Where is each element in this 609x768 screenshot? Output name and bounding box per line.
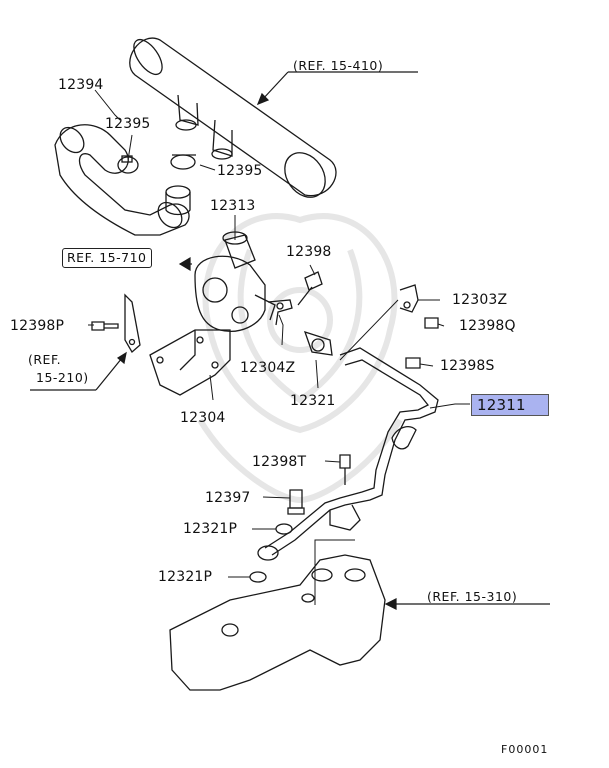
plug-12397 — [287, 489, 305, 515]
part-12398P-label[interactable]: 12398P — [10, 318, 65, 334]
pipe-upper — [129, 37, 337, 198]
part-12398T-label[interactable]: 12398T — [252, 454, 307, 470]
part-12398Q-label[interactable]: 12398Q — [459, 318, 516, 334]
part-12304-label[interactable]: 12304 — [180, 410, 226, 426]
figure-code: F00001 — [501, 743, 549, 756]
part-12395-label-b[interactable]: 12395 — [217, 163, 263, 179]
bracket-left-12398P — [124, 293, 141, 354]
small-hose-piece — [165, 185, 191, 216]
ref-15-710-label[interactable]: REF. 15-710 — [62, 248, 152, 268]
gasket-12321P-b — [249, 571, 267, 583]
air-pipe-12311 — [257, 347, 439, 561]
bracket-12304Z — [267, 299, 293, 326]
bolt-12398P — [91, 321, 119, 331]
bolt-12398T — [339, 454, 351, 485]
part-12321P-label-a[interactable]: 12321P — [183, 521, 238, 537]
leader-lines — [88, 89, 470, 605]
bracket-12304 — [149, 329, 231, 396]
bolt-12398Q — [424, 317, 439, 329]
part-12321P-label-b[interactable]: 12321P — [158, 569, 213, 585]
ref-15-210-label-line2[interactable]: 15-210) — [36, 370, 89, 385]
part-12304Z-label[interactable]: 12304Z — [240, 360, 296, 376]
part-12398-label[interactable]: 12398 — [286, 244, 332, 260]
part-12321-label[interactable]: 12321 — [290, 393, 336, 409]
gasket-12321 — [303, 330, 333, 356]
part-12313-label[interactable]: 12313 — [210, 198, 256, 214]
part-12395-label-a[interactable]: 12395 — [105, 116, 151, 132]
part-12397-label[interactable]: 12397 — [205, 490, 251, 506]
part-12303Z-label[interactable]: 12303Z — [452, 292, 508, 308]
hose-clamp-12395-b — [170, 154, 196, 170]
bracket-12303Z — [399, 284, 419, 313]
hose-12394 — [54, 124, 190, 236]
part-12394-label[interactable]: 12394 — [58, 77, 104, 93]
ref-15-310-label[interactable]: (REF. 15-310) — [427, 589, 518, 604]
ref-15-410-label[interactable]: (REF. 15-410) — [293, 58, 384, 73]
air-valve-12313 — [194, 231, 276, 332]
part-12398S-label[interactable]: 12398S — [440, 358, 495, 374]
gasket-12321P-a — [275, 523, 293, 535]
bolt-12398S — [405, 357, 421, 369]
part-12311-label[interactable]: 12311 — [471, 394, 549, 416]
reference-arrows — [30, 71, 550, 610]
exhaust-manifold — [169, 554, 386, 691]
ref-15-210-label-line1[interactable]: (REF. — [28, 352, 62, 367]
bolt-12398 — [297, 271, 323, 306]
